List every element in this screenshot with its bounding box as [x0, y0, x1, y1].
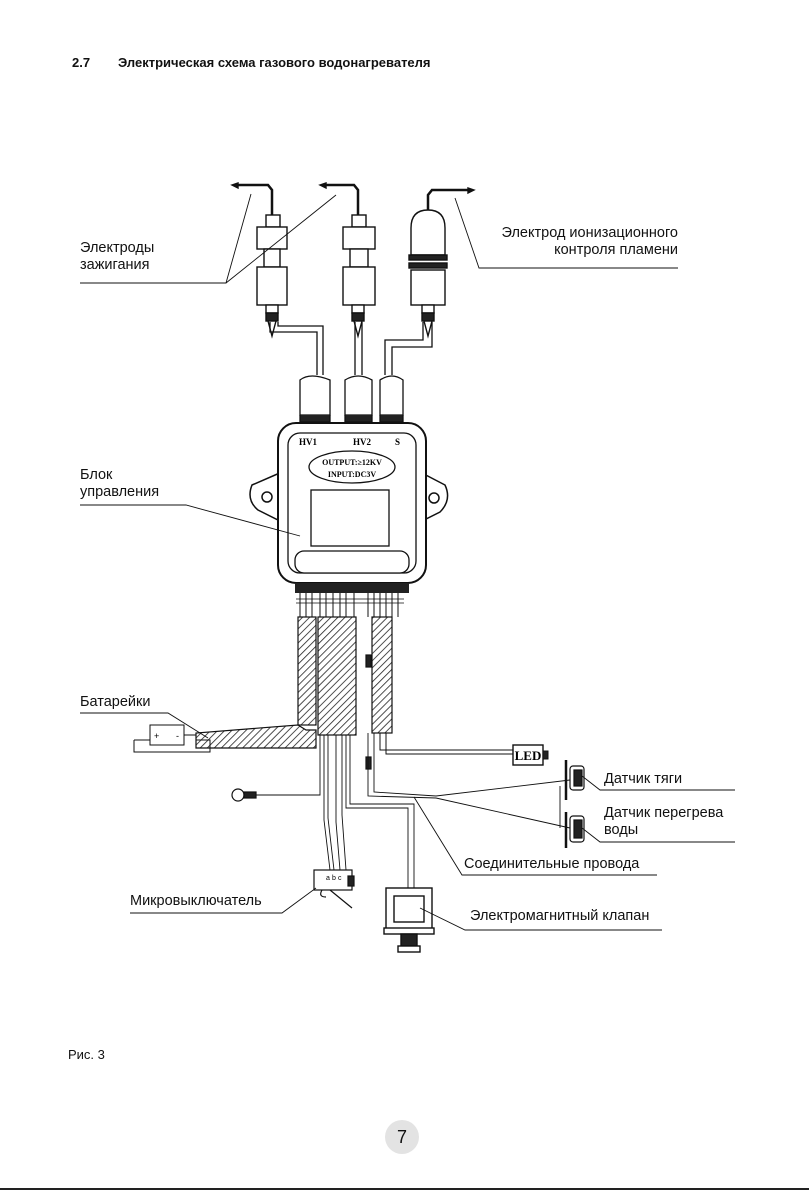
switch-pin-c: c [338, 875, 342, 882]
s-marking: S [395, 437, 400, 447]
switch-pin-a: a [326, 875, 330, 882]
ignition-electrode-1 [232, 183, 287, 336]
draft-sensor-label: Датчик тяги [604, 771, 682, 788]
page-number: 7 [385, 1120, 419, 1154]
ionization-electrode [409, 188, 474, 336]
input-marking: INPUT:DC3V [328, 470, 377, 479]
hv1-marking: HV1 [299, 437, 318, 447]
solenoid-valve [384, 888, 434, 952]
hv-cables [270, 322, 432, 422]
overheat-sensor [566, 812, 584, 848]
battery-minus: - [176, 731, 179, 741]
led-label: LED [515, 748, 542, 763]
microswitch-label: Микровыключатель [130, 893, 262, 910]
control-unit-box [250, 423, 448, 593]
hv2-marking: HV2 [353, 437, 372, 447]
unit-wire-exits [296, 593, 404, 617]
battery-plus: + [154, 731, 159, 741]
ionization-electrode-label: Электрод ионизационного контроля пламени [474, 225, 678, 259]
batteries-label: Батарейки [80, 694, 150, 711]
figure-caption: Рис. 3 [68, 1047, 105, 1062]
ignition-electrode-2 [320, 183, 375, 336]
wire-harness [196, 617, 392, 769]
solenoid-valve-label: Электромагнитный клапан [470, 908, 649, 925]
connecting-wires-label: Соединительные провода [464, 856, 639, 873]
ignition-electrodes-label: Электроды зажигания [80, 240, 154, 274]
output-marking: OUTPUT:≥12KV [322, 458, 382, 467]
bottom-rule [0, 1188, 809, 1190]
overheat-sensor-label: Датчик перегрева воды [604, 805, 723, 839]
control-unit-label: Блок управления [80, 467, 159, 501]
switch-pin-b: b [332, 875, 336, 882]
